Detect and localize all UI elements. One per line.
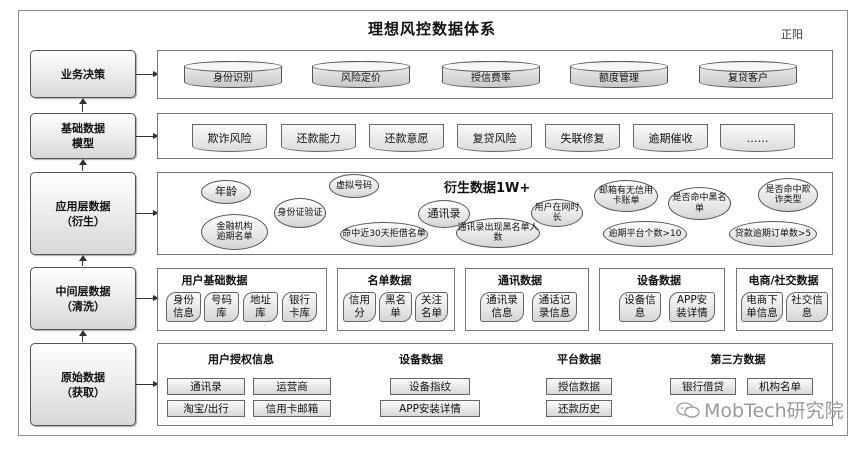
middle-group-title: 用户基础数据 [181, 274, 248, 287]
middle-chip: 通话记 录信息 [532, 292, 577, 322]
watermark: MobTech研究院 [676, 396, 844, 423]
raw-item: 设备指纹 [390, 378, 470, 395]
middle-group-device [599, 268, 725, 331]
layer-middle-data: 中间层数据 （清洗） [30, 267, 136, 330]
derived-bubble: 邮箱有无信用 卡账单 [594, 180, 658, 212]
right-arrow [136, 295, 159, 301]
raw-item: 运营商 [253, 378, 331, 395]
decision-cylinder: 授信费率 [442, 61, 540, 88]
middle-chip: 设备信 息 [619, 292, 661, 322]
decision-cylinder: 风险定价 [312, 61, 410, 88]
middle-chip: 社交信 息 [786, 292, 828, 322]
up-arrow [78, 98, 87, 112]
derived-title: 衍生数据1W+ [444, 181, 531, 196]
raw-item: 银行借贷 [670, 378, 736, 395]
middle-group-title: 名单数据 [367, 274, 412, 287]
derived-bubble: 通讯录出现黑名单人 数 [456, 218, 540, 248]
raw-group-title: 设备数据 [399, 353, 443, 366]
raw-item: 授信数据 [546, 378, 612, 395]
raw-group-title: 用户授权信息 [208, 353, 274, 366]
derived-bubble: 是否命中欺 诈类型 [758, 178, 818, 212]
layer-business-decision: 业务决策 [30, 50, 136, 98]
middle-chip: 黑名 单 [379, 292, 412, 322]
middle-chip: 信用 分 [343, 292, 376, 322]
middle-group-title: 电商/社交数据 [748, 274, 819, 287]
middle-group-communication [465, 268, 589, 331]
diagram-title: 理想风控数据体系 [367, 20, 496, 38]
raw-item: 通讯录 [167, 378, 245, 395]
derived-bubble: 命中近30天拒借名单 [340, 222, 428, 247]
derived-bubble: 贷款逾期订单数>5 [729, 221, 817, 247]
derived-bubble: 年龄 [201, 180, 251, 204]
decision-cylinder: 额度管理 [570, 61, 668, 88]
model-doc: 还款意愿 [369, 124, 444, 152]
raw-item: 机构名单 [747, 378, 813, 395]
right-arrow [136, 71, 159, 77]
middle-chip: 地址 库 [243, 292, 278, 322]
middle-chip: 身份 信息 [166, 292, 201, 322]
derived-bubble: 通讯录 [418, 200, 470, 228]
right-arrow [136, 210, 159, 216]
derived-bubble: 金融机构 逾期名单 [201, 214, 268, 250]
decision-cylinder: 身份识别 [184, 61, 282, 88]
model-doc: …… [720, 124, 795, 152]
middle-group-title: 设备数据 [637, 274, 681, 287]
raw-item: 信用卡邮箱 [253, 400, 331, 417]
up-arrow [78, 255, 87, 266]
up-arrow [78, 330, 87, 342]
derived-bubble: 用户在网时 长 [531, 199, 583, 227]
model-doc: 欺诈风险 [192, 124, 267, 152]
middle-chip: 通讯录 信息 [480, 292, 524, 322]
middle-group-user-basic [157, 268, 327, 331]
model-doc: 复贷风险 [457, 124, 532, 152]
up-arrow [78, 159, 87, 171]
author-label: 正阳 [781, 28, 803, 41]
raw-item: APP安装详情 [380, 400, 480, 417]
raw-item: 还款历史 [546, 400, 612, 417]
layer-application-data: 应用层数据 （衍生） [30, 172, 136, 255]
wechat-icon [676, 401, 700, 418]
right-arrow [136, 381, 159, 387]
derived-bubble: 是否命中黑名 单 [668, 187, 731, 220]
middle-chip: 银行 卡库 [282, 292, 317, 322]
middle-chip: 关注 名单 [415, 292, 448, 322]
raw-group-title: 第三方数据 [710, 353, 766, 366]
decision-cylinder: 复贷客户 [699, 61, 797, 88]
derived-bubble: 逾期平台个数>10 [603, 221, 687, 247]
middle-group-ecommerce [736, 268, 833, 331]
raw-group-title: 平台数据 [557, 353, 601, 366]
middle-group-list [337, 268, 455, 331]
right-arrow [136, 133, 159, 139]
middle-chip: 号码 库 [204, 292, 239, 322]
model-doc: 还款能力 [281, 124, 356, 152]
watermark-text: MobTech研究院 [704, 400, 844, 422]
middle-chip: APP安 装详情 [669, 292, 715, 322]
layer-base-model: 基础数据 模型 [30, 113, 136, 159]
model-doc: 逾期催收 [633, 124, 708, 152]
derived-bubble: 身份证验证 [274, 198, 326, 228]
middle-chip: 电商下 单信息 [741, 292, 783, 322]
derived-bubble: 虚拟号码 [329, 174, 379, 198]
layer-raw-data: 原始数据 （获取） [30, 343, 136, 426]
model-doc: 失联修复 [545, 124, 620, 152]
middle-group-title: 通讯数据 [498, 274, 542, 287]
raw-item: 淘宝/出行 [167, 400, 245, 417]
